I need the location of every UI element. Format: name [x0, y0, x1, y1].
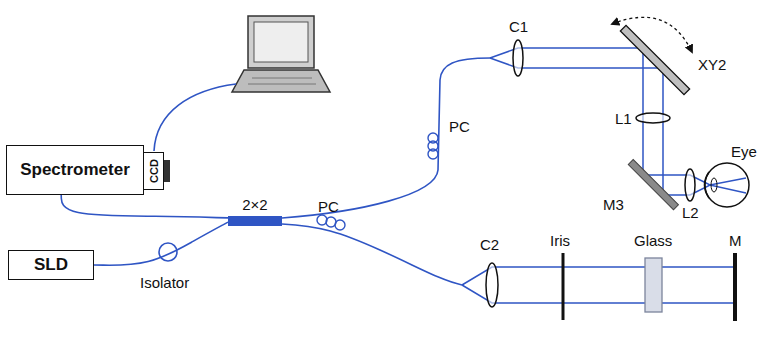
fiber-coupler: 2×2: [228, 196, 282, 226]
laptop-keys: [252, 78, 312, 79]
eyeball: [705, 163, 749, 207]
laptop-keys: [248, 84, 316, 85]
laptop-base: [232, 70, 330, 92]
lens: [636, 113, 670, 123]
beam-edge: [462, 267, 733, 285]
camera-mount: [164, 160, 170, 182]
laptop-screen: [254, 22, 308, 62]
eye-figure: [705, 163, 750, 207]
beam-edge: [462, 285, 733, 303]
part-label: M3: [603, 196, 624, 213]
part-label: PC: [318, 198, 339, 215]
laptop-icon: [232, 16, 330, 92]
polarization-controller: [317, 215, 345, 230]
optical-fiber: [61, 195, 228, 218]
scanning-mirror: [620, 25, 689, 94]
part-label: L1: [615, 110, 632, 127]
pc-loop: [428, 149, 438, 159]
rotation-arrow: [612, 17, 692, 52]
beam-edge: [690, 185, 746, 195]
collimator-lens: [513, 40, 523, 76]
source-box: SLD: [8, 250, 94, 280]
pc-loop: [317, 215, 327, 225]
iris-aperture: [562, 253, 565, 320]
part-label: M: [729, 232, 742, 249]
camera-box: CCD: [143, 152, 164, 190]
lens: [685, 169, 695, 201]
part-label: Iris: [550, 232, 570, 249]
part-label: Isolator: [140, 274, 189, 291]
part-label: Eye: [731, 143, 757, 160]
node-title: CCD: [148, 159, 160, 183]
coupler-bar: [228, 216, 282, 226]
part-label: PC: [449, 118, 470, 135]
optical-fiber: [94, 222, 228, 265]
glass-plate: [645, 258, 662, 312]
pc-loop: [335, 220, 345, 230]
reference-fiber: [282, 224, 462, 285]
node-title: SLD: [34, 255, 68, 275]
sample-fiber: [282, 58, 490, 218]
instrument-box: Spectrometer: [6, 145, 144, 195]
coupler-label: 2×2: [228, 196, 282, 214]
cornea: [705, 172, 710, 198]
reference-mirror: [733, 253, 737, 321]
part-label: XY2: [698, 56, 726, 73]
data-cable: [154, 84, 236, 151]
polarization-controller: [428, 133, 438, 159]
fold-mirror: [628, 160, 678, 210]
node-title: Spectrometer: [20, 160, 130, 180]
part-label: Glass: [634, 232, 672, 249]
reference-beam: [462, 267, 733, 303]
part-label: C1: [509, 18, 528, 35]
part-label: L2: [682, 204, 699, 221]
eye-lens: [711, 178, 717, 192]
laptop-lid: [248, 16, 314, 68]
beam-edge: [690, 175, 746, 185]
beam-edge: [490, 58, 690, 195]
collimator-lens: [486, 263, 498, 307]
part-label: C2: [480, 236, 499, 253]
